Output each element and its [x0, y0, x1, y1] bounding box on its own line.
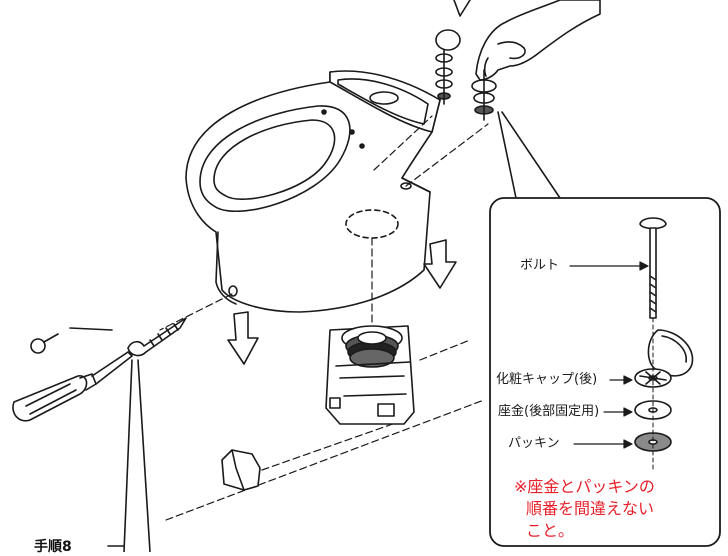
- callout-label-arrows: [569, 261, 649, 449]
- fixing-block: [221, 449, 261, 491]
- callout-bolt: [639, 217, 667, 319]
- cap-label: 化粧キャップ(後): [496, 372, 598, 387]
- callout-leader-right: [501, 111, 561, 199]
- packing-label: パッキン: [508, 436, 560, 451]
- small-cap: [30, 327, 113, 354]
- bolt-label: ボルト: [520, 258, 560, 273]
- step-label: 手順8: [34, 539, 72, 555]
- bolt-set-left: [435, 29, 461, 105]
- step-leader-lines: [107, 359, 151, 553]
- detail-callout-panel: [489, 197, 721, 547]
- screwdriver: [12, 351, 133, 422]
- warning-line-1: ※座金とパッキンの: [514, 477, 655, 496]
- washer-label: 座金(後部固定用): [498, 404, 600, 419]
- warning-line-3: こと。: [526, 521, 575, 540]
- down-arrows: [227, 239, 457, 365]
- toilet-bowl: [185, 70, 441, 313]
- callout-leader-left: [497, 111, 517, 199]
- warning-line-2: 順番を間違えない: [526, 499, 655, 518]
- bolt-set-right: [471, 69, 497, 121]
- wood-screw: [127, 317, 187, 357]
- callout-cap: [647, 329, 694, 377]
- alignment-guides: [159, 115, 489, 521]
- floor-flange-adapter: [325, 325, 415, 425]
- hand-illustration: [453, 0, 601, 81]
